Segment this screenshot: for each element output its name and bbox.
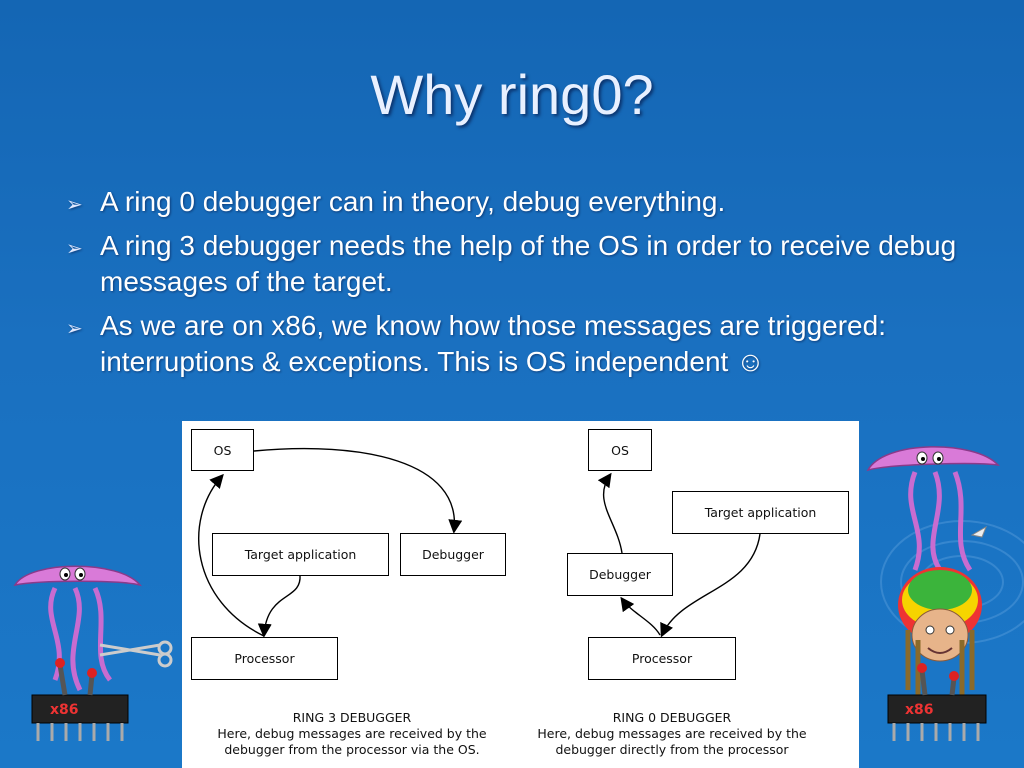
ring0-debugger-box: Debugger	[567, 553, 673, 596]
ring3-caption-line: debugger from the processor via the OS.	[224, 742, 480, 757]
arrow-bullet-icon: ➢	[66, 318, 83, 340]
arrow-bullet-icon: ➢	[66, 194, 83, 216]
ring0-caption-line: Here, debug messages are received by the	[537, 726, 807, 741]
ring0-target-box: Target application	[672, 491, 849, 534]
ring3-os-box: OS	[191, 429, 254, 471]
debugger-diagram: OS Target application Debugger Processor…	[182, 421, 859, 768]
ring0-os-box: OS	[588, 429, 652, 471]
bullet-text: As we are on x86, we know how those mess…	[100, 310, 886, 377]
arrow-os-to-debugger	[253, 447, 463, 534]
slide-title: Why ring0?	[370, 63, 654, 126]
jellyfish-chip-left-icon: x86	[13, 565, 173, 741]
ring3-caption-title: RING 3 DEBUGGER	[292, 710, 412, 725]
arrow-bullet-icon: ➢	[66, 238, 83, 260]
ring0-caption-title: RING 0 DEBUGGER	[612, 710, 732, 725]
bullet-item: ➢ As we are on x86, we know how those mes…	[62, 308, 962, 380]
ring0-caption-line: debugger directly from the processor	[555, 742, 789, 757]
ring3-target-box: Target application	[212, 533, 389, 576]
bullet-item: ➢ A ring 3 debugger needs the help of the…	[62, 228, 962, 300]
bullet-item: ➢ A ring 0 debugger can in theory, debug …	[62, 184, 962, 220]
bullet-text: A ring 0 debugger can in theory, debug e…	[100, 186, 726, 217]
diagram-arrows	[198, 447, 761, 638]
arrow-processor-to-os	[198, 473, 265, 637]
jellyfish-character-right-icon: x86	[866, 446, 1000, 741]
bullet-text: A ring 3 debugger needs the help of the …	[100, 230, 957, 297]
chip-right-label: x86	[905, 702, 934, 718]
ring3-caption-line: Here, debug messages are received by the	[217, 726, 487, 741]
arrow-target-to-processor	[257, 574, 301, 638]
arrow-debugger-to-os	[597, 472, 623, 554]
chip-left-label: x86	[50, 702, 79, 718]
bullet-list: ➢ A ring 0 debugger can in theory, debug …	[62, 184, 962, 388]
ring0-caption: RING 0 DEBUGGER Here, debug messages are…	[502, 710, 842, 758]
arrow-processor-to-debugger	[620, 596, 661, 636]
arrow-target-to-processor-r0	[660, 533, 761, 638]
ring3-caption: RING 3 DEBUGGER Here, debug messages are…	[182, 710, 522, 758]
ring3-processor-box: Processor	[191, 637, 338, 680]
ring0-processor-box: Processor	[588, 637, 736, 680]
ring3-debugger-box: Debugger	[400, 533, 506, 576]
